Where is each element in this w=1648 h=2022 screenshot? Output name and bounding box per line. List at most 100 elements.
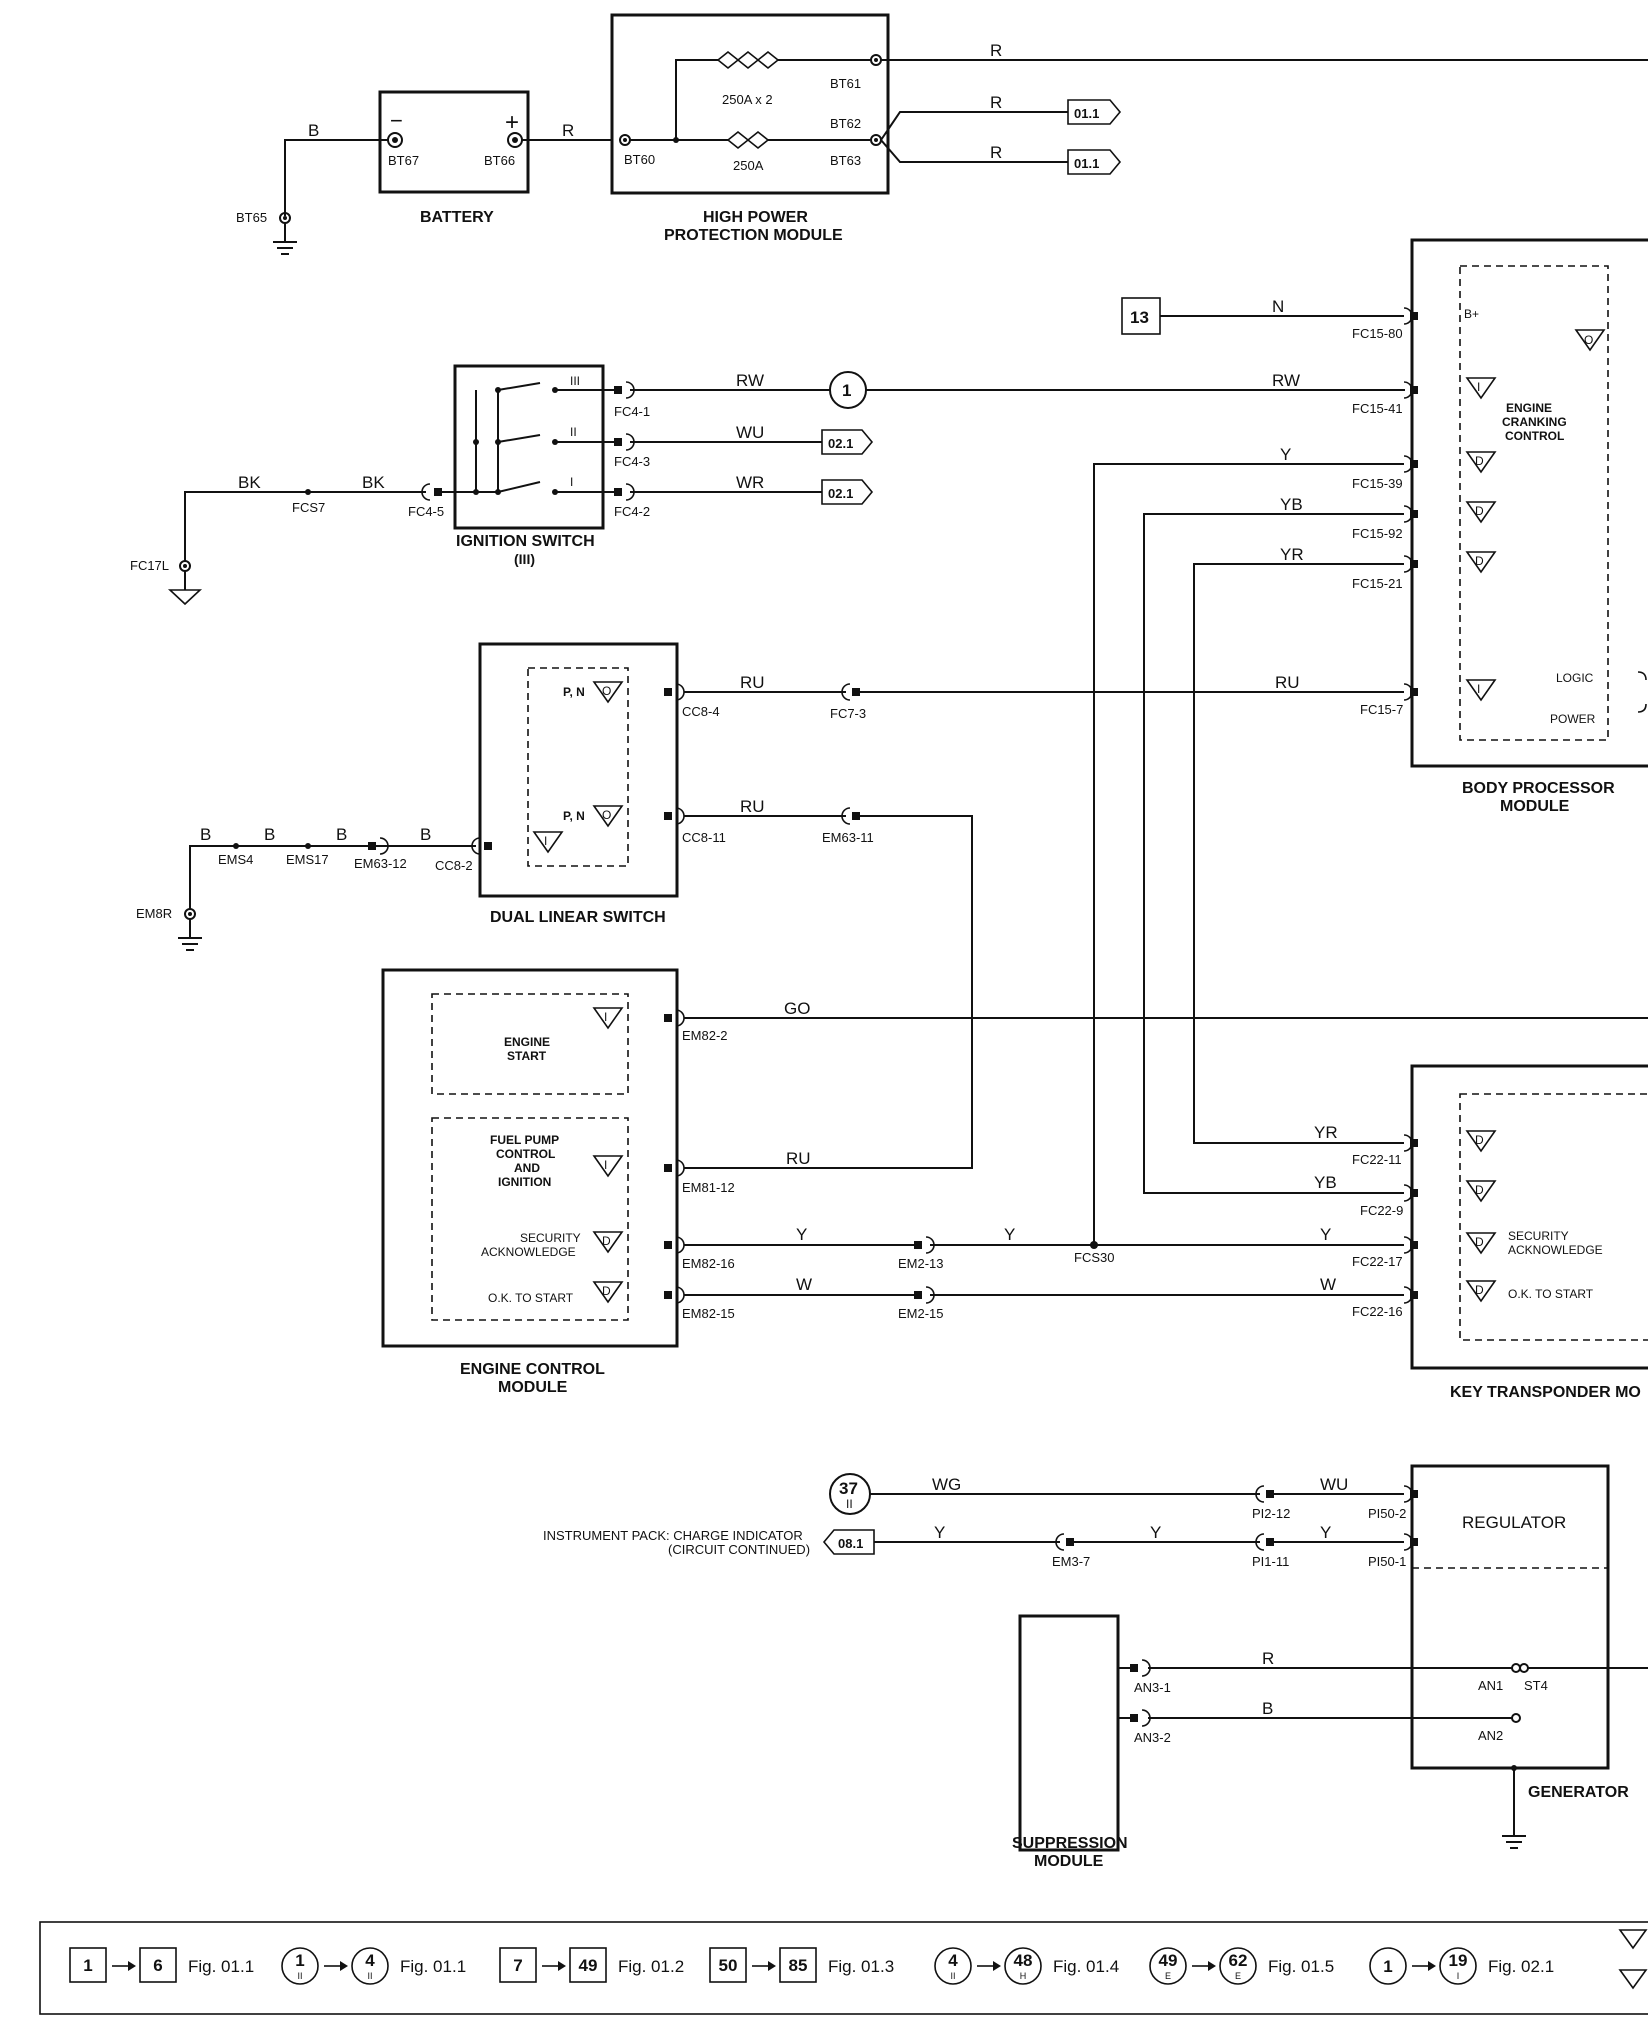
- generator-title: GENERATOR: [1528, 1784, 1629, 1801]
- svg-text:I: I: [1457, 1971, 1460, 1981]
- svg-text:O: O: [602, 684, 611, 698]
- dls-title: DUAL LINEAR SWITCH: [490, 909, 666, 926]
- arrow-right-icon: [977, 1961, 1001, 1971]
- svg-text:O: O: [602, 808, 611, 822]
- connector-pin: AN3-1: [1134, 1680, 1171, 1695]
- connector-pin: FC4-5: [408, 504, 444, 519]
- note-label: (CIRCUIT CONTINUED): [668, 1542, 810, 1557]
- note-label: INSTRUMENT PACK: CHARGE INDICATOR: [543, 1528, 803, 1543]
- ref-tag-02-1b[interactable]: 02.1: [821, 479, 874, 505]
- fuse-a-label: 250A x 2: [722, 92, 773, 107]
- ref-sub-label: II: [846, 1497, 853, 1511]
- connector-pin: EM81-12: [682, 1180, 735, 1195]
- hppm-wire-2: [880, 111, 1068, 141]
- connector-pin: FC15-21: [1352, 576, 1403, 591]
- connector-pin: AN3-2: [1134, 1730, 1171, 1745]
- ecm-label: CONTROL: [496, 1147, 555, 1161]
- ref-tag-02-1[interactable]: 02.1: [821, 429, 874, 455]
- ref-label: 08.1: [838, 1536, 863, 1551]
- ref-circle-1[interactable]: 1: [829, 371, 867, 409]
- bpm-inner-label: CRANKING: [1502, 415, 1567, 429]
- output-triangle-icon: O: [1574, 329, 1606, 352]
- connector-pin: EM63-12: [354, 856, 407, 871]
- legend-ref-circle: 4II: [351, 1947, 389, 1985]
- terminal-label: ST4: [1524, 1678, 1548, 1693]
- key-transponder-module: D D D D SECURITY ACKNOWLEDGE O.K. TO STA…: [1314, 1064, 1648, 1401]
- data-triangle-icon: D: [592, 1281, 624, 1304]
- connector-pin: FC15-41: [1352, 401, 1403, 416]
- wire-label: GO: [784, 999, 810, 1018]
- svg-text:D: D: [1475, 554, 1484, 568]
- ignition-title-1: IGNITION SWITCH: [456, 533, 595, 550]
- data-triangle-icon: D: [1465, 451, 1497, 474]
- svg-text:H: H: [1020, 1971, 1027, 1981]
- legend-ref-circle: 1: [1369, 1947, 1407, 1985]
- battery-pos-wire-label: R: [562, 121, 574, 140]
- ref-circle-37[interactable]: 37 II: [829, 1473, 871, 1515]
- ref-box-13[interactable]: 13: [1121, 297, 1161, 335]
- wire-label: Y: [934, 1523, 945, 1542]
- ecm-label: FUEL PUMP: [490, 1133, 559, 1147]
- splice-label: FCS7: [292, 500, 325, 515]
- bpm-title-2: MODULE: [1500, 798, 1570, 815]
- ecm-label: SECURITY: [520, 1231, 581, 1245]
- data-triangle-icon: D: [1465, 1280, 1497, 1303]
- wire-label: WR: [736, 473, 764, 492]
- suppression-module: R B AN3-1 AN3-2 SUPPRESSION MODULE: [1012, 1614, 1512, 1870]
- svg-text:85: 85: [789, 1956, 808, 1975]
- battery: − + BT67 BT66 BATTERY B BT65 R: [236, 90, 620, 255]
- dls-ground-wire: [189, 845, 476, 910]
- svg-text:D: D: [1475, 1183, 1484, 1197]
- wire-label: YB: [1280, 495, 1303, 514]
- svg-text:6: 6: [153, 1956, 162, 1975]
- splice-label: FCS30: [1074, 1250, 1114, 1265]
- connector-pin: PI50-2: [1368, 1506, 1406, 1521]
- ref-tag-01-1[interactable]: 01.1: [1067, 99, 1122, 125]
- ref-label: 01.1: [1074, 156, 1099, 171]
- connector-pin: EM82-15: [682, 1306, 735, 1321]
- legend-ref-circle: 49E: [1149, 1947, 1187, 1985]
- arrow-right-icon: [112, 1961, 136, 1971]
- ecm-label: ENGINE: [504, 1035, 550, 1049]
- legend-ref-box: 85: [779, 1947, 817, 1983]
- wire-label: B: [264, 825, 275, 844]
- switch-position-label: I: [570, 475, 573, 489]
- hppm-title-2: PROTECTION MODULE: [664, 227, 843, 244]
- legend-ref-box: 7: [499, 1947, 537, 1983]
- ground-icon: [178, 919, 202, 951]
- ecm-label: O.K. TO START: [488, 1291, 574, 1305]
- input-triangle-icon: I: [1465, 679, 1497, 702]
- wire-label: R: [990, 41, 1002, 60]
- ref-tag-08-1[interactable]: 08.1: [822, 1529, 875, 1555]
- svg-text:7: 7: [513, 1956, 522, 1975]
- svg-text:D: D: [1475, 1133, 1484, 1147]
- legend-triangle-icon: [1618, 1929, 1648, 1990]
- input-triangle-icon: I: [1465, 377, 1497, 400]
- wire-label: R: [990, 93, 1002, 112]
- ignition-switch-box: [453, 364, 605, 530]
- data-triangle-icon: D: [1465, 501, 1497, 524]
- legend-ref-circle: 4II: [934, 1947, 972, 1985]
- ktm-label: SECURITY: [1508, 1229, 1569, 1243]
- connector-pin: CC8-2: [435, 858, 473, 873]
- terminal-label: AN2: [1478, 1728, 1503, 1743]
- splice-label: EMS4: [218, 852, 253, 867]
- ref-label: 37: [839, 1479, 858, 1498]
- body-processor-module: ENGINE CRANKING CONTROL B+ LOGIC POWER O…: [1093, 238, 1648, 1245]
- data-triangle-icon: D: [1465, 551, 1497, 574]
- arrow-right-icon: [1192, 1961, 1216, 1971]
- wire-label: RU: [1275, 673, 1300, 692]
- svg-text:62: 62: [1229, 1951, 1248, 1970]
- wire-label: Y: [1280, 445, 1291, 464]
- svg-text:I: I: [544, 834, 547, 848]
- connector-pin: EM2-15: [898, 1306, 944, 1321]
- ref-tag-01-1b[interactable]: 01.1: [1067, 149, 1122, 175]
- wire-label: W: [1320, 1275, 1336, 1294]
- svg-text:E: E: [1235, 1971, 1241, 1981]
- switch-position-label: II: [570, 425, 577, 439]
- high-power-protection-module: BT60 250A x 2 250A BT61 BT62 BT63 HIGH P…: [610, 13, 1648, 244]
